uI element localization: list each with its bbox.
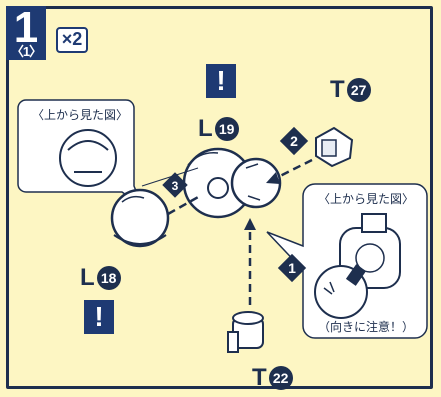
part-label-l19-number: 19 <box>214 117 239 141</box>
arrow-badge-3-text: 3 <box>172 179 179 193</box>
right-callout-bubble <box>266 183 428 339</box>
part-label-t22-number: 22 <box>268 366 293 390</box>
step-sub-number: 〈1〉 <box>10 44 42 59</box>
warning-icon-bottom: ! <box>84 300 114 334</box>
right-callout-title: 〈上から見た図〉 <box>318 192 415 206</box>
part-t27 <box>315 126 354 168</box>
part-label-l18-number: 18 <box>96 266 121 290</box>
instruction-frame <box>6 6 433 389</box>
part-label-t27-letter: T <box>330 76 345 103</box>
arrow-badge-2: 2 <box>279 126 309 156</box>
part-label-l19-letter: L <box>198 115 213 142</box>
left-callout-title: 〈上から見た図〉 <box>32 108 129 122</box>
part-t22 <box>227 311 264 353</box>
arrow-badge-1-text: 1 <box>288 260 296 276</box>
warning-icon-top: ! <box>206 64 236 98</box>
arrow-2-path <box>271 158 313 182</box>
part-l18 <box>110 188 170 248</box>
arrow-badge-2-text: 2 <box>290 133 298 149</box>
step-number: 1 <box>13 3 39 52</box>
part-l19 <box>182 147 282 219</box>
left-callout-bubble <box>17 99 144 209</box>
part-label-t22-letter: T <box>252 364 267 391</box>
arrow-3-path <box>167 194 201 216</box>
arrow-badge-1: 1 <box>277 253 307 283</box>
right-callout-note: （向きに注意！） <box>318 320 415 334</box>
part-label-l18-letter: L <box>80 264 95 291</box>
step-number-badge: 1 〈1〉 <box>6 3 46 60</box>
part-label-t27-number: 27 <box>346 78 371 102</box>
quantity-multiplier: ×2 <box>56 27 88 53</box>
